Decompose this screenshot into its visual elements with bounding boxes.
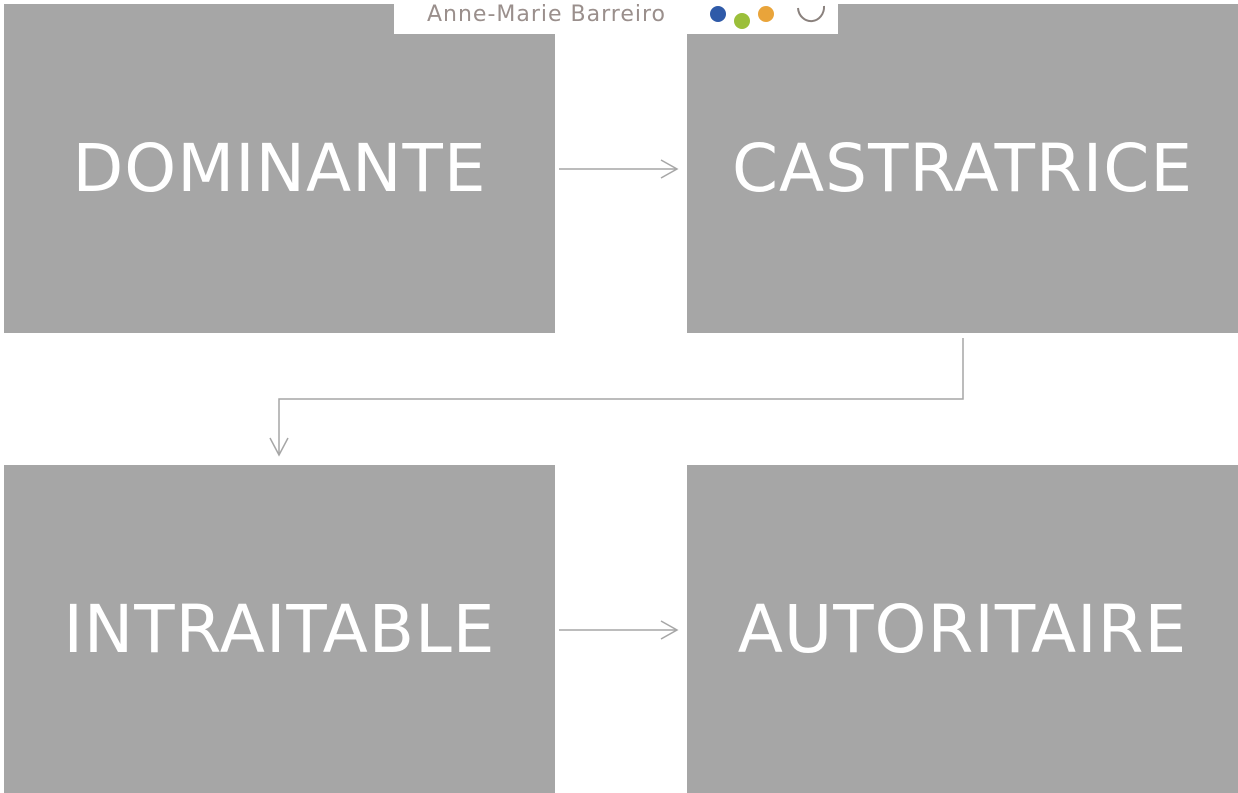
logo-dot-green [734, 13, 750, 29]
logo-dot-orange [758, 6, 774, 22]
box-castratrice: CASTRATRICE [687, 4, 1238, 333]
arrow-dominante-to-castratrice [559, 159, 679, 179]
box-label-intraitable: INTRAITABLE [63, 590, 496, 668]
arrow-intraitable-to-autoritaire [559, 620, 679, 640]
logo-dot-blue [710, 6, 726, 22]
box-label-autoritaire: AUTORITAIRE [737, 590, 1188, 668]
box-dominante: DOMINANTE [4, 4, 555, 333]
box-label-dominante: DOMINANTE [72, 130, 487, 207]
box-label-castratrice: CASTRATRICE [731, 130, 1194, 207]
arrow-castratrice-to-intraitable [269, 338, 964, 457]
box-intraitable: INTRAITABLE [4, 465, 555, 793]
logo-bar: Anne-Marie Barreiro [394, 0, 838, 34]
logo-mark-icon [710, 5, 826, 29]
logo-ring [797, 5, 826, 23]
box-autoritaire: AUTORITAIRE [687, 465, 1238, 793]
logo-name: Anne-Marie Barreiro [427, 2, 667, 27]
